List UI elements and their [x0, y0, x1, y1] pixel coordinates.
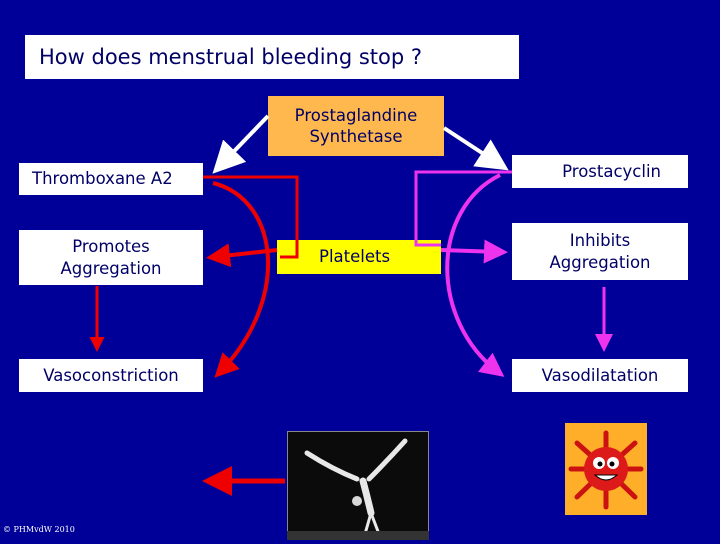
copyright-text: © PHMvdW 2010: [3, 525, 75, 534]
magenta-to-inhibits: [440, 239, 508, 264]
vasodilatation-label: Vasodilatation: [541, 365, 659, 385]
inhibits-aggregation-box: Inhibits Aggregation: [512, 223, 688, 280]
inhibits-label: Inhibits: [569, 231, 631, 251]
vasoconstriction-box: Vasoconstriction: [19, 359, 203, 392]
thromboxane-label: Thromboxane A2: [32, 169, 173, 189]
thromboxane-box: Thromboxane A2: [19, 163, 203, 195]
gymnast-photo: [286, 430, 430, 541]
promotes-label: Promotes: [72, 237, 150, 257]
prostaglandine-synthetase-box: Prostaglandine Synthetase: [268, 96, 444, 156]
promotes-aggregation-box: Promotes Aggregation: [19, 230, 203, 285]
inhibits-aggregation-label: Aggregation: [549, 252, 651, 272]
arrow-to-prostacyclin: [442, 126, 509, 171]
synthetase-label: Synthetase: [309, 127, 403, 146]
red-thromboxane-platelets-connector: [203, 175, 299, 259]
platelets-box: Platelets: [277, 240, 441, 274]
prostaglandine-label: Prostaglandine: [294, 105, 418, 125]
arrow-to-thromboxane: [212, 114, 270, 174]
virus-cartoon: [565, 423, 647, 515]
magenta-prostacyclin-platelets-connector: [414, 170, 512, 247]
platelets-label: Platelets: [319, 247, 391, 267]
magenta-curve-lower: [445, 173, 505, 377]
red-curve-upper: [212, 181, 271, 378]
vasodilatation-box: Vasodilatation: [512, 359, 688, 392]
slide-title: How does menstrual bleeding stop ?: [25, 35, 519, 79]
promotes-aggregation-label: Aggregation: [60, 258, 162, 278]
prostacyclin-label: Prostacyclin: [562, 161, 661, 181]
vasoconstriction-label: Vasoconstriction: [43, 365, 179, 385]
prostacyclin-box: Prostacyclin: [512, 155, 688, 188]
